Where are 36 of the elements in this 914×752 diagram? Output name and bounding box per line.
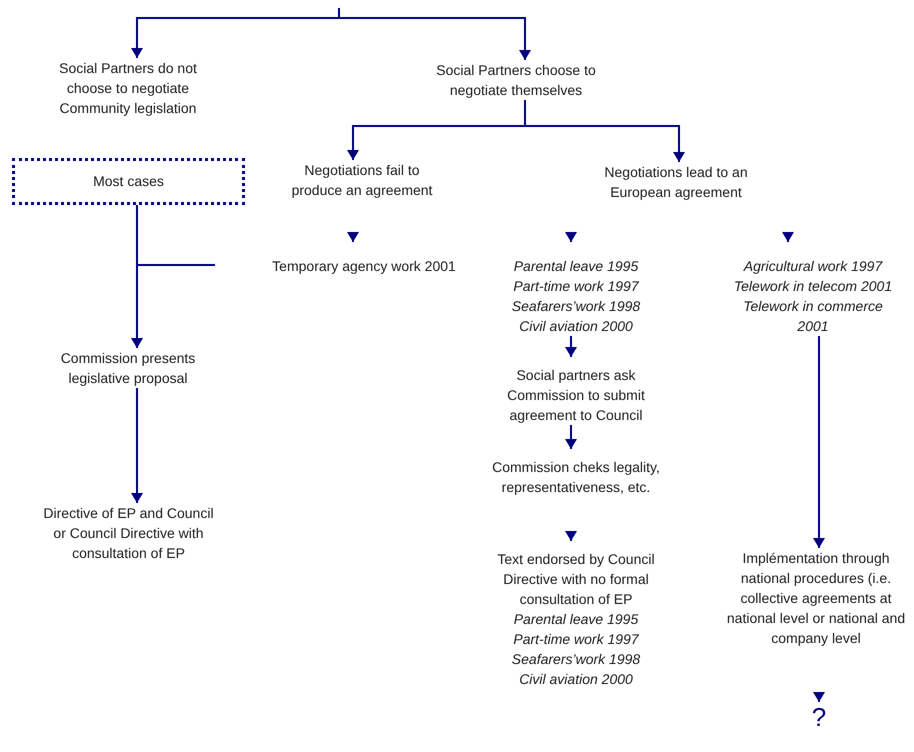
step-text: Negotiations fail to produce an agreement <box>282 160 442 200</box>
arrowhead <box>813 692 825 702</box>
example-text: Parental leave 1995 <box>512 257 640 276</box>
example-text: Parental leave 1995 <box>512 610 640 629</box>
arrowhead <box>565 336 577 357</box>
arrowhead <box>565 232 577 242</box>
example-text: Seafarers’work 1998 <box>510 650 642 669</box>
step-text: Commission presents legislative proposal <box>43 348 213 388</box>
step-text: Text endorsed by Council Directive with no formal consultation of EP <box>496 550 656 609</box>
arrow <box>131 388 143 503</box>
step-text: Directive of EP and Council or Council Directive with consultation of EP <box>36 503 221 563</box>
arrowhead <box>565 531 577 541</box>
step-text: Negotiations lead to an European agreement <box>590 162 762 202</box>
case-box: Most cases <box>12 158 245 205</box>
arrow <box>131 264 215 348</box>
step-text: Social Partners do not choose to negotiate Community legislation <box>43 58 213 118</box>
question-mark: ? <box>800 702 838 732</box>
step-text: Implémentation through national procedures (i.e. collective agreements at national level or national and company level <box>726 548 906 648</box>
example-text: Telework in commerce 2001 <box>742 297 884 336</box>
step-text: Social partners ask Commission to submit agreement to Council <box>491 357 661 425</box>
arrow <box>338 8 531 60</box>
example-text: Part-time work 1997 <box>512 630 640 649</box>
arrowhead <box>347 232 359 242</box>
example-text: Part-time work 1997 <box>512 277 640 296</box>
arrowhead <box>782 232 794 242</box>
example-text: Telework in telecom 2001 <box>732 277 894 296</box>
step-text: Social Partners choose to negotiate themselves <box>421 60 611 100</box>
arrow <box>813 336 825 548</box>
arrow <box>524 100 685 162</box>
example-text: Civil aviation 2000 <box>518 317 634 336</box>
example-text: Agricultural work 1997 <box>742 257 884 276</box>
step-text: Temporary agency work 2001 <box>262 242 466 276</box>
step-text: Commission cheks legality, representativeness, etc. <box>491 449 661 497</box>
example-text: Seafarers’work 1998 <box>510 297 642 316</box>
arrowhead <box>565 425 577 449</box>
example-text: Civil aviation 2000 <box>518 670 634 689</box>
